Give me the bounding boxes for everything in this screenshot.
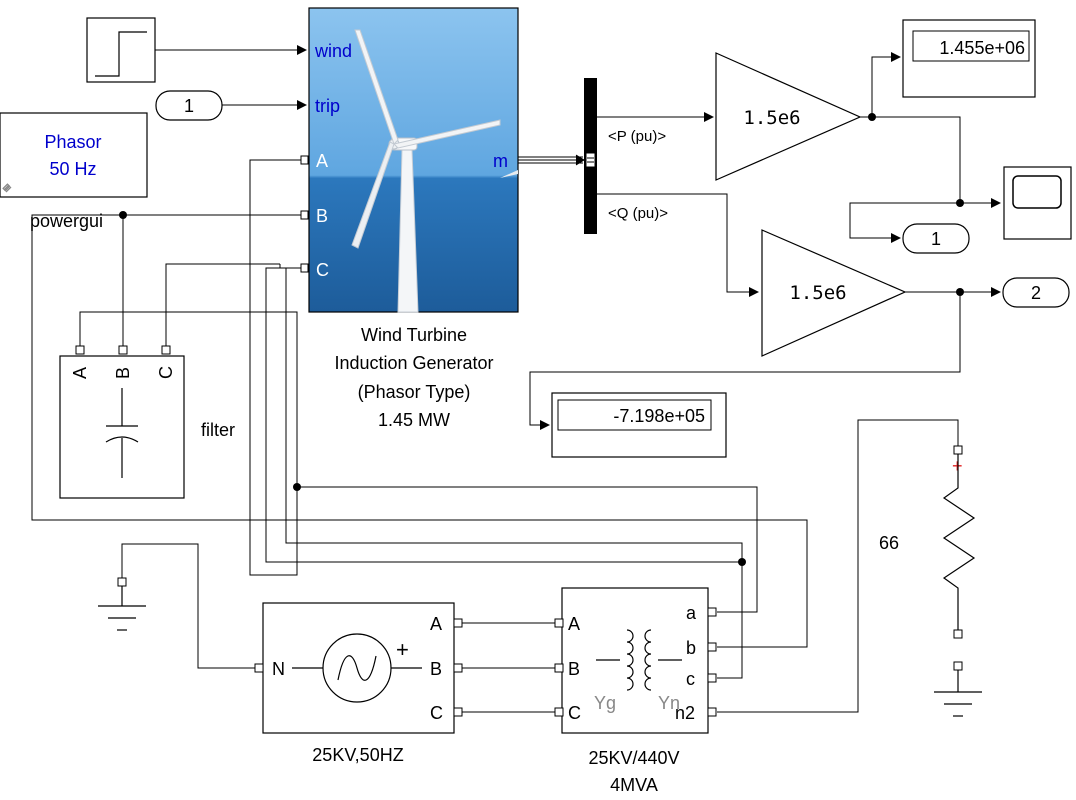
ground-left[interactable] — [98, 577, 146, 631]
wind-turbine-block[interactable]: wind trip A B C m Wind Turbine Induction… — [300, 7, 519, 430]
source-port-b: B — [430, 659, 442, 679]
turbine-caption-1: Wind Turbine — [361, 325, 467, 345]
link-icon — [2, 183, 12, 193]
powergui-name: powergui — [30, 211, 103, 231]
xfmr-port-b-right: b — [686, 638, 696, 658]
xfmr-port-n2: n2 — [675, 703, 695, 723]
turbine-image-icon — [351, 29, 518, 313]
xfmr-caption-2: 4MVA — [610, 775, 658, 795]
powergui-freq: 50 Hz — [49, 159, 96, 179]
source-port-c: C — [430, 703, 443, 723]
junction-dots — [119, 113, 964, 566]
xfmr-port-c-left: C — [568, 703, 581, 723]
display-p[interactable]: 1.455e+06 — [902, 19, 1036, 98]
outport-1-value: 1 — [931, 229, 941, 249]
xfmr-port-b-left: B — [568, 659, 580, 679]
turbine-port-b: B — [316, 206, 328, 226]
gain-q-block[interactable]: 1.5e6 — [761, 229, 907, 357]
resistor-icon — [942, 454, 976, 630]
xfmr-port-a-right: a — [686, 603, 697, 623]
step-icon — [95, 31, 147, 77]
gain-p-block[interactable]: 1.5e6 — [715, 52, 862, 181]
source-caption: 25KV,50HZ — [312, 745, 403, 765]
xfmr-port-c-right: c — [686, 669, 695, 689]
source-port-n: N — [272, 659, 285, 679]
ac-source-icon — [292, 633, 422, 703]
trip-constant[interactable]: 1 — [155, 90, 223, 121]
filter-port-c: C — [156, 366, 176, 379]
scope-block[interactable] — [1003, 166, 1072, 240]
gain-p-value: 1.5e6 — [743, 107, 800, 129]
turbine-port-c: C — [316, 260, 329, 280]
filter-block[interactable]: A B C filter — [59, 345, 235, 499]
ac-source-block[interactable]: N A B C + 25KV,50HZ — [254, 602, 463, 765]
bus-signal-q: <Q (pu)> — [608, 205, 668, 222]
display-p-value: 1.455e+06 — [939, 38, 1025, 58]
capacitor-icon — [105, 388, 139, 478]
bus-signal-p: <P (pu)> — [608, 128, 666, 145]
xfmr-port-a-left: A — [568, 614, 580, 634]
display-q-value: -7.198e+05 — [613, 406, 705, 426]
ground-icon — [98, 586, 146, 631]
xfmr-winding-right: Yn — [658, 693, 680, 713]
transformer-coil-icon — [596, 629, 682, 691]
filter-port-a: A — [70, 367, 90, 379]
xfmr-caption-1: 25KV/440V — [588, 748, 679, 768]
filter-port-b: B — [113, 367, 133, 379]
turbine-output-m: m — [493, 151, 508, 171]
step-block[interactable] — [86, 17, 156, 83]
resistor-plus: + — [952, 456, 963, 476]
bus-selector[interactable]: <P (pu)> <Q (pu)> — [584, 78, 668, 234]
ground-icon — [934, 670, 982, 717]
turbine-input-trip: trip — [315, 96, 340, 116]
turbine-caption-4: 1.45 MW — [378, 410, 450, 430]
xfmr-winding-left: Yg — [594, 693, 616, 713]
outport-1[interactable]: 1 — [902, 223, 970, 254]
gain-q-value: 1.5e6 — [789, 282, 846, 304]
trip-constant-value: 1 — [184, 96, 194, 116]
turbine-caption-2: Induction Generator — [334, 353, 493, 373]
filter-name: filter — [201, 420, 235, 440]
turbine-port-a: A — [316, 151, 328, 171]
turbine-input-wind: wind — [314, 41, 352, 61]
turbine-caption-3: (Phasor Type) — [358, 382, 471, 402]
scope-icon — [1012, 175, 1062, 209]
source-plus: + — [396, 637, 409, 662]
outport-2-value: 2 — [1031, 283, 1041, 303]
powergui-block[interactable]: Phasor 50 Hz powergui — [0, 112, 148, 231]
ground-right[interactable] — [934, 661, 982, 717]
powergui-mode: Phasor — [44, 132, 101, 152]
outport-2[interactable]: 2 — [1002, 277, 1070, 308]
display-q[interactable]: -7.198e+05 — [551, 392, 727, 458]
resistor-name: 66 — [879, 533, 899, 553]
transformer-block[interactable]: A B C a b c n2 Yg Yn 25KV/440V 4MVA — [554, 587, 717, 795]
source-port-a: A — [430, 614, 442, 634]
resistor-block[interactable]: + 66 — [879, 445, 976, 639]
